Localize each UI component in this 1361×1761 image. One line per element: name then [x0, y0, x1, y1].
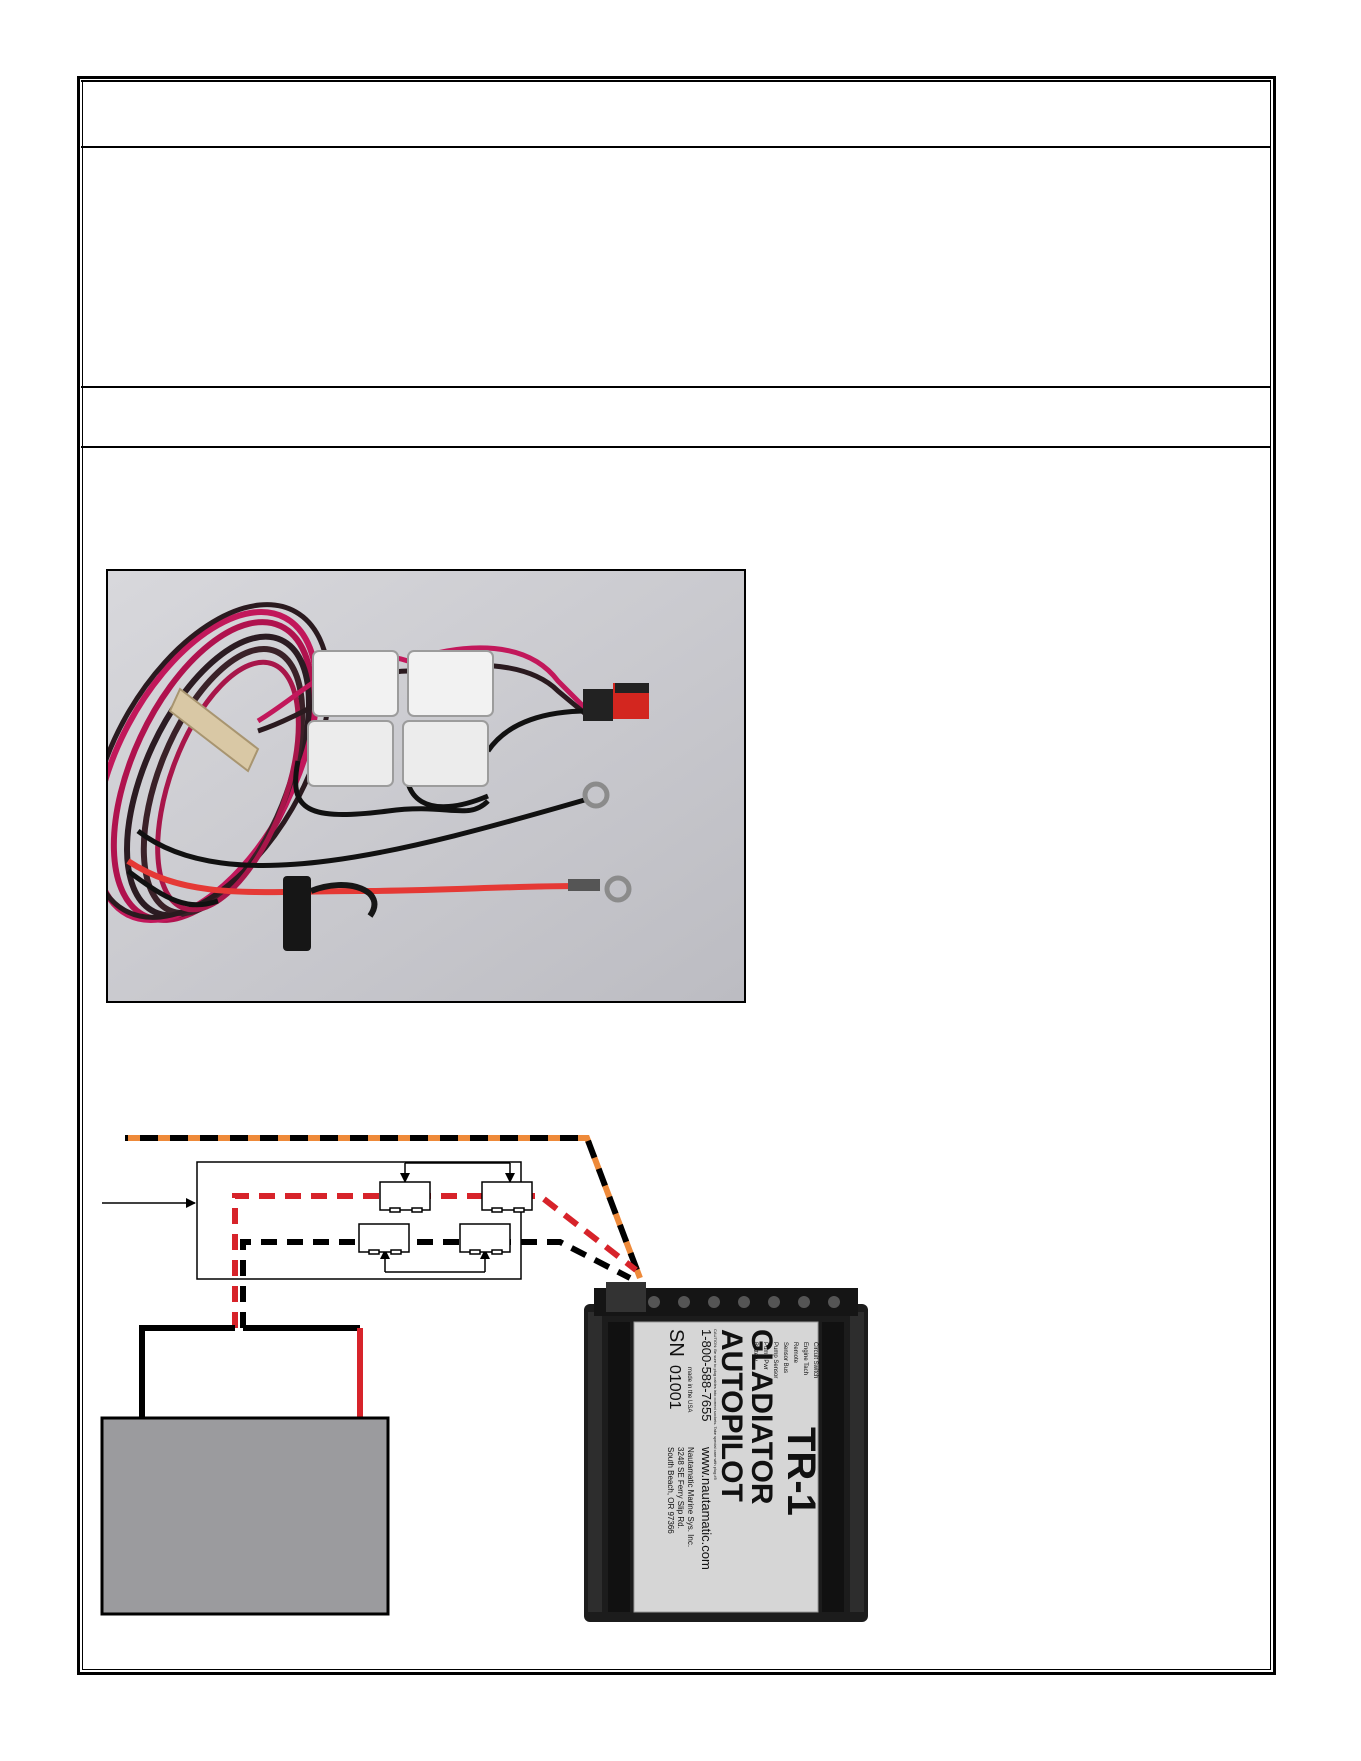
ferrite-box: [196, 1161, 522, 1280]
autopilot-line2: AUTOPILOT: [715, 1329, 748, 1502]
autopilot-website: www.nautamatic.com: [699, 1446, 714, 1570]
autopilot-made-in: made in the USA: [686, 1367, 692, 1412]
autopilot-line1: GLADIATOR: [745, 1329, 778, 1505]
port-4-label: Sensor Bus: [782, 1342, 788, 1373]
port-2-label: Engine Tach: [802, 1342, 808, 1375]
autopilot-model: TR-1: [779, 1427, 823, 1516]
autopilot-address1: 3248 SE Ferry Slip Rd.: [676, 1447, 685, 1529]
ferrite-1: [379, 1181, 431, 1211]
port-5-label: Pump Sensor: [772, 1342, 778, 1378]
ferrite-4: [459, 1223, 511, 1253]
autopilot-caution: CAUTION: Be sure to plug cables into cor…: [713, 1329, 718, 1481]
black-power-wire: [240, 1239, 632, 1328]
page-border: [77, 76, 1276, 1675]
battery: [100, 1416, 390, 1616]
ferrite-3: [358, 1223, 410, 1253]
port-6-label: Pump Pwr: [762, 1342, 768, 1370]
section-header-1: [81, 80, 1271, 148]
port-3-label: Remote: [792, 1342, 798, 1364]
ferrite-2: [481, 1181, 533, 1211]
port-1-label: Circuit Switch: [812, 1342, 818, 1378]
section-header-2: [81, 386, 1271, 448]
pump-wire: [125, 1135, 643, 1280]
autopilot-unit-image: TR-1 GLADIATOR AUTOPILOT 1-800-588-7655 …: [584, 1282, 868, 1622]
autopilot-serial-prefix: SN: [665, 1329, 687, 1357]
autopilot-phone: 1-800-588-7655: [699, 1329, 714, 1422]
autopilot-company: Nautamatic Marine Sys. Inc.: [686, 1447, 695, 1547]
autopilot-address2: South Beach, OR 97366: [666, 1447, 675, 1534]
autopilot-serial: 01001: [666, 1365, 683, 1410]
red-power-wire: [232, 1193, 638, 1328]
wiring-diagram: [100, 1135, 643, 1616]
battery-negative-lead: [139, 1325, 235, 1418]
power-cable-photo: [106, 569, 746, 1003]
port-7-label: Battery: [752, 1342, 758, 1361]
